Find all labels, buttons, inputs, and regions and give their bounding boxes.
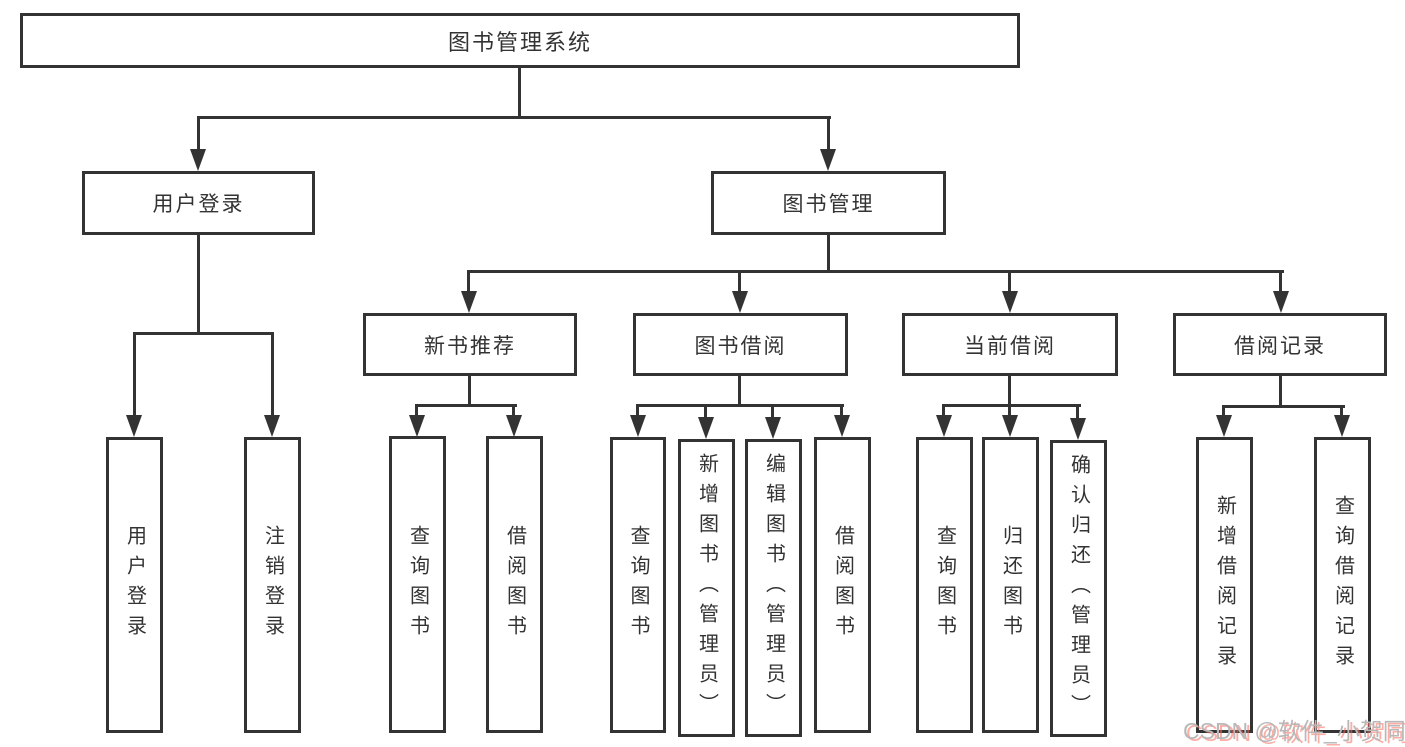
edge-line (133, 332, 274, 335)
arrow-down-icon (506, 415, 522, 437)
arrow-down-icon (1334, 415, 1350, 437)
node-leaf-br-add-record-label: 新增借阅记录 (1213, 495, 1236, 675)
arrow-down-icon (190, 149, 206, 171)
arrow-down-icon (936, 415, 952, 437)
csdn-watermark: CSDN @软件_小贺同学 (1183, 718, 1405, 744)
node-leaf-user-login-label: 用户登录 (123, 525, 146, 645)
node-leaf-nbr-query-book-label: 查询图书 (406, 524, 429, 645)
edge-line (197, 116, 200, 161)
arrow-down-icon (630, 415, 646, 437)
arrow-down-icon (834, 415, 850, 437)
edge-line (840, 404, 843, 424)
node-user-login: 用户登录 (82, 171, 315, 235)
edge-line (704, 404, 707, 424)
edge-line (415, 404, 418, 424)
node-leaf-br-add-record: 新增借阅记录 (1196, 437, 1253, 733)
edge-line (518, 68, 521, 118)
arrow-down-icon (1002, 415, 1018, 437)
edge-line (942, 404, 1081, 407)
edge-line (1076, 404, 1079, 424)
arrow-down-icon (409, 415, 425, 437)
node-root-label: 图书管理系统 (447, 29, 592, 55)
node-root: 图书管理系统 (20, 13, 1020, 68)
arrow-down-icon (461, 291, 477, 313)
edge-line (468, 376, 471, 407)
arrow-down-icon (126, 415, 142, 437)
edge-line (1008, 376, 1011, 407)
node-book-management-label: 图书管理 (782, 193, 875, 216)
edge-line (271, 332, 274, 422)
edge-line (738, 376, 741, 407)
edge-line (827, 116, 830, 161)
node-leaf-bb-query-book-label: 查询图书 (627, 525, 649, 645)
node-leaf-bb-edit-book: 编辑图书（管理员） (745, 439, 802, 737)
node-borrowing-records: 借阅记录 (1173, 313, 1387, 376)
edge-line (1008, 404, 1011, 424)
edge-line (636, 404, 844, 407)
edge-line (636, 404, 639, 424)
edge-line (1222, 405, 1345, 408)
edge-line (827, 235, 830, 273)
node-leaf-logout-label: 注销登录 (261, 525, 284, 645)
node-leaf-bb-borrow-book: 借阅图书 (814, 437, 871, 733)
node-leaf-br-query-record: 查询借阅记录 (1314, 437, 1371, 733)
edge-line (1279, 270, 1282, 300)
arrow-down-icon (1002, 291, 1018, 313)
node-leaf-nbr-borrow-book-label: 借阅图书 (503, 524, 526, 645)
edge-line (467, 270, 470, 300)
node-leaf-cb-confirm-return-label: 确认归还（管理员） (1067, 453, 1090, 724)
edge-line (512, 404, 515, 424)
arrow-down-icon (732, 291, 748, 313)
node-leaf-bb-borrow-book-label: 借阅图书 (831, 525, 854, 645)
edge-line (197, 116, 831, 119)
arrow-down-icon (765, 417, 781, 439)
node-leaf-cb-query-book: 查询图书 (916, 437, 973, 733)
edge-line (133, 332, 136, 422)
node-current-borrowing-label: 当前借阅 (964, 334, 1056, 358)
edge-line (1340, 405, 1343, 423)
arrow-down-icon (1273, 291, 1289, 313)
arrow-down-icon (820, 149, 836, 171)
node-leaf-bb-edit-book-label: 编辑图书（管理员） (762, 453, 785, 723)
edge-line (1222, 405, 1225, 423)
node-leaf-nbr-query-book: 查询图书 (389, 436, 446, 733)
edge-line (467, 270, 1284, 273)
edge-line (197, 235, 200, 335)
arrow-down-icon (1070, 418, 1086, 440)
edge-line (1008, 270, 1011, 300)
node-leaf-nbr-borrow-book: 借阅图书 (486, 436, 543, 733)
node-current-borrowing: 当前借阅 (902, 313, 1118, 376)
edge-line (771, 404, 774, 424)
node-book-borrowing: 图书借阅 (633, 313, 848, 376)
node-leaf-bb-add-book: 新增图书（管理员） (678, 439, 735, 737)
node-leaf-cb-return-book: 归还图书 (982, 437, 1039, 733)
node-leaf-bb-query-book: 查询图书 (610, 437, 666, 733)
arrow-down-icon (264, 415, 280, 437)
node-leaf-bb-add-book-label: 新增图书（管理员） (695, 453, 718, 723)
edge-line (415, 404, 517, 407)
node-book-management: 图书管理 (711, 171, 946, 235)
node-leaf-cb-confirm-return: 确认归还（管理员） (1050, 440, 1107, 737)
node-new-book-recommendation-label: 新书推荐 (424, 334, 516, 358)
node-leaf-cb-query-book-label: 查询图书 (933, 525, 956, 645)
node-borrowing-records-label: 借阅记录 (1234, 334, 1326, 358)
node-leaf-logout: 注销登录 (244, 437, 301, 733)
node-new-book-recommendation: 新书推荐 (363, 313, 577, 376)
node-leaf-br-query-record-label: 查询借阅记录 (1331, 495, 1354, 675)
arrow-down-icon (1216, 415, 1232, 437)
edge-line (1279, 376, 1282, 408)
node-leaf-user-login: 用户登录 (106, 437, 163, 733)
node-book-borrowing-label: 图书借阅 (694, 334, 787, 358)
edge-line (738, 270, 741, 300)
node-user-login-label: 用户登录 (152, 193, 245, 216)
edge-line (942, 404, 945, 424)
arrow-down-icon (698, 417, 714, 439)
node-leaf-cb-return-book-label: 归还图书 (999, 525, 1022, 645)
